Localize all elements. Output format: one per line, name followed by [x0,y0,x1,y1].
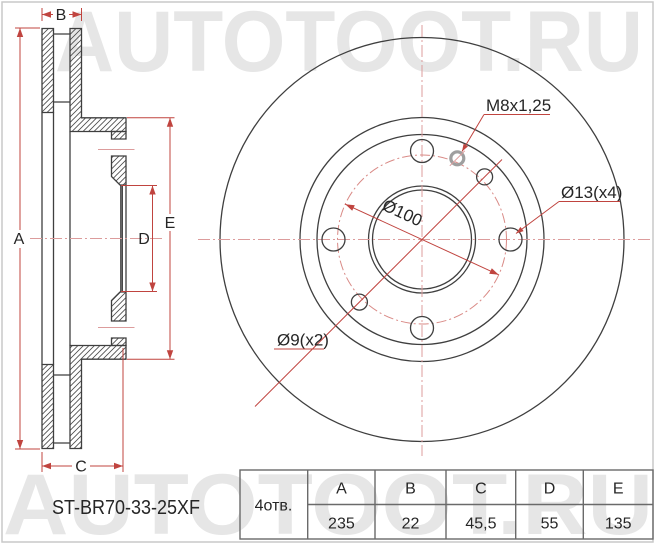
dim-d-arrow-bottom [149,282,156,292]
dim-e-arrow-bottom [166,350,174,360]
dim-b-arrow-right [72,11,82,18]
dim-c-arrow-left [42,462,51,470]
bolt-hole-bottom [409,315,435,341]
bolt-holes-leader [515,201,620,234]
dim-e-arrow-top [166,117,174,127]
dim-b: B [41,7,82,24]
pcd-label: Ø100 [379,196,425,231]
section-view: A B C D E [14,7,176,476]
dim-a: A [14,27,40,450]
value-cell-e: 135 [605,516,632,533]
dim-a-lines [15,27,40,450]
watermark-text-top: AUTOTOOT.RU [55,0,643,90]
dim-d-arrow-top [149,185,156,195]
small-holes-callout: Ø9(x2) [274,331,329,350]
service-holes [350,168,494,311]
thread-callout: M8x1,25 [461,96,551,152]
thread-label: M8x1,25 [486,96,551,115]
flange-top-upper [110,130,127,140]
spec-table: 4отв. A B C D E 235 22 45,5 55 135 [239,469,654,540]
m8-thread-circle [449,150,466,167]
value-cell-a: 235 [328,516,355,533]
value-cell-c: 45,5 [465,516,496,533]
dim-d-lines [121,185,157,292]
flange-bottom-lower [110,337,127,347]
pcd-arrow-right [489,268,499,275]
bolt-holes-leader-arrow [516,226,524,234]
bolt-holes-label: Ø13(x4) [561,183,622,202]
value-cell-b: 22 [402,516,420,533]
watermarks: AUTOTOOT.RU AUTOTOOT.RU [3,0,653,544]
dim-label-d: D [138,231,150,248]
thread-leader-arrow [462,143,468,152]
dim-d: D [121,185,157,292]
dim-label-a: A [14,231,25,248]
small-holes-label: Ø9(x2) [277,331,329,350]
spec-table-grid [239,469,654,540]
inboard-plate-hat-bottom [69,344,127,450]
part-number-label: ST-BR70-33-25XF [52,496,200,519]
dim-e: E [127,117,176,360]
value-cell-d: 55 [541,516,559,533]
header-cell-a: A [336,481,347,498]
thread-hole [449,150,466,167]
header-cell-c: C [475,481,487,498]
flange-top-lower [110,155,127,186]
dim-e-lines [127,117,175,360]
dim-c-arrow-right [114,462,123,470]
dim-label-e: E [165,215,176,232]
flange-bottom-upper [110,291,127,322]
bolt-circle [337,154,507,325]
pcd-arrow-left [345,204,355,211]
diagonal-45-line [254,159,503,407]
header-cell-e: E [613,481,624,498]
m8-center-tick [449,150,466,167]
dim-a-arrow-bottom [16,440,24,449]
outboard-plate-top [41,27,55,114]
header-cell-b: B [405,481,416,498]
dim-a-arrow-top [16,28,24,37]
watermark-text-bottom: AUTOTOOT.RU [3,457,653,544]
dim-c-lines [41,348,124,472]
service-hole-upper [475,168,494,186]
thread-leader [461,114,550,152]
dim-label-b: B [56,7,67,24]
bolt-hole-top [409,138,435,164]
header-cell-d: D [544,481,556,498]
vent-vane-lines [53,33,70,444]
service-hole-lower [350,293,369,311]
outboard-plate-bottom [41,363,55,450]
front-view: Ø100 M8x1,25 Ø13(x4) Ø9(x2) [198,25,652,456]
section-hatched-solids [41,27,127,450]
bolt-holes-callout: Ø13(x4) [515,183,622,234]
holes-count-cell: 4отв. [255,498,293,515]
dim-b-arrow-left [42,11,51,18]
dim-c: C [41,348,124,476]
dim-label-c: C [75,459,87,476]
pcd-dimension-line [345,203,499,276]
bolt-holes [321,138,523,341]
bolt-hole-right [498,227,523,252]
flange-bolt-hole-centerlines [98,149,135,328]
bolt-hole-left [321,227,346,252]
